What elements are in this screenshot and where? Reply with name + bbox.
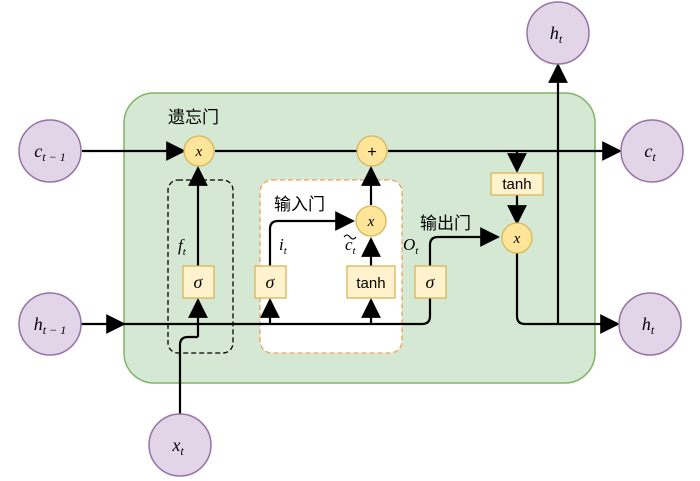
svg-text:ct − 1: ct − 1 <box>34 141 65 164</box>
svg-text:tanh: tanh <box>356 275 385 292</box>
svg-text:σ: σ <box>266 272 276 292</box>
svg-text:x: x <box>195 144 203 160</box>
tilde-mark <box>343 234 357 240</box>
gate-sigma-output: σ <box>414 265 447 299</box>
gate-sigma-forget: σ <box>182 265 215 299</box>
svg-text:ht − 1: ht − 1 <box>34 314 66 337</box>
svg-text:ct: ct <box>644 141 656 164</box>
forget-gate-label: 遗忘门 <box>168 108 219 128</box>
op-cell-add: + <box>356 135 388 167</box>
signal-i: it <box>279 235 288 257</box>
svg-text:ct: ct <box>345 235 357 257</box>
svg-text:σ: σ <box>426 272 436 292</box>
signal-c-tilde: ct <box>343 234 357 257</box>
svg-text:ht: ht <box>550 23 563 46</box>
node-c-out: ct <box>620 119 684 183</box>
forget-gate-box <box>167 179 234 354</box>
svg-text:σ: σ <box>194 272 204 292</box>
x-input-line <box>178 335 198 415</box>
sigma-output-to-mult-line <box>428 227 500 266</box>
output-gate-label: 输出门 <box>420 214 471 234</box>
op-input-mult: x <box>355 205 387 237</box>
gate-tanh-input: tanh <box>346 265 396 299</box>
svg-text:xt: xt <box>171 435 184 458</box>
connections <box>80 63 622 415</box>
svg-text:x: x <box>513 231 521 247</box>
node-x-in: xt <box>148 413 212 477</box>
input-gate-label: 输入门 <box>274 195 325 215</box>
signal-o: Ot <box>403 235 419 257</box>
op-forget-mult: x <box>183 135 215 167</box>
gate-sigma-input: σ <box>254 265 287 299</box>
op-output-mult: x <box>501 222 533 254</box>
svg-text:x: x <box>367 214 375 230</box>
sigma-input-to-mult-line <box>268 211 355 266</box>
node-h-prev: ht − 1 <box>18 292 82 356</box>
svg-text:ht: ht <box>642 314 655 337</box>
gate-tanh-output: tanh <box>490 172 544 196</box>
svg-text:+: + <box>367 144 376 161</box>
node-h-out-top: ht <box>526 1 590 65</box>
output-mult-to-h-line <box>515 253 620 334</box>
svg-text:tanh: tanh <box>502 176 531 193</box>
node-c-prev: ct − 1 <box>18 119 82 183</box>
hidden-bus-line <box>124 298 432 326</box>
signal-f: ft <box>178 236 187 258</box>
node-h-out-right: ht <box>618 292 682 356</box>
